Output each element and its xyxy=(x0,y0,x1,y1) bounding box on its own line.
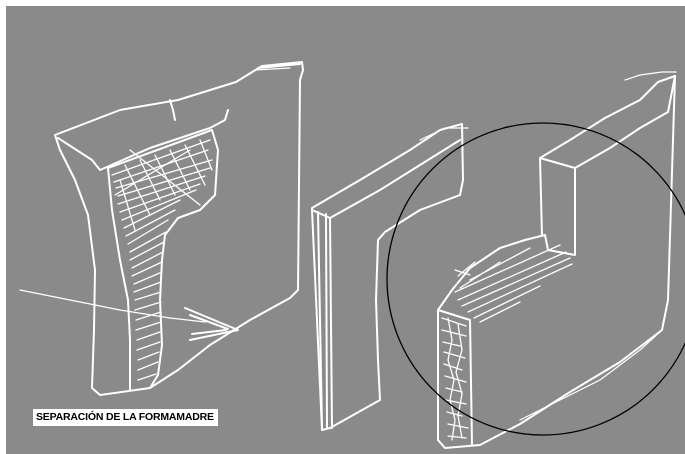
figure-caption: SEPARACIÓN DE LA FORMAMADRE xyxy=(33,409,218,426)
gray-panel xyxy=(6,6,685,454)
